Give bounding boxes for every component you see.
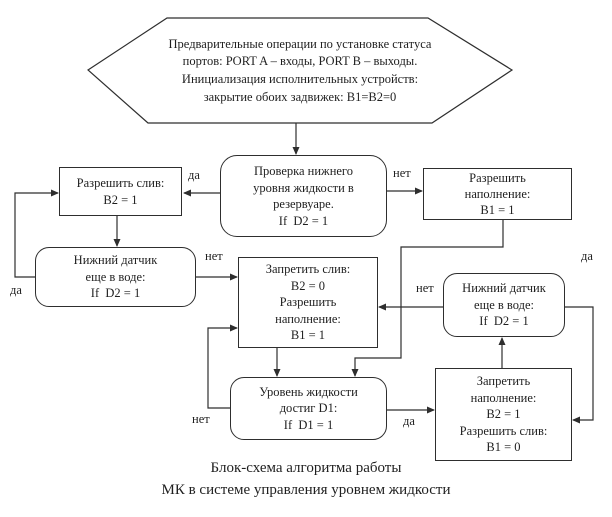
label-level-no: нет: [192, 412, 210, 426]
node-allow-drain: Разрешить слив: B2 = 1: [59, 167, 182, 216]
start-hexagon-text: Предварительные операции по установке ст…: [168, 36, 432, 104]
node-allow-fill: Разрешить наполнение: B1 = 1: [423, 168, 572, 220]
edge-level-no-loop: [207, 324, 238, 409]
label-check-no: нет: [393, 166, 411, 180]
label-check-yes: да: [188, 168, 200, 182]
node-check-lower-level: Проверка нижнего уровня жидкости в резер…: [220, 155, 387, 237]
node-lower-sensor-left: Нижний датчик еще в воде: If D2 = 1: [35, 247, 196, 307]
node-forbid-drain-allow-fill: Запретить слив: B2 = 0 Разрешить наполне…: [238, 257, 378, 348]
label-sensor-left-no: нет: [205, 249, 223, 263]
label-level-yes: да: [403, 414, 415, 428]
label-sensor-right-no: нет: [416, 281, 434, 295]
label-sensor-right-yes: да: [581, 249, 593, 263]
edge-allow-fill-to-level-check: [351, 220, 504, 377]
diagram-caption: Блок-схема алгоритма работы МК в системе…: [161, 460, 451, 498]
node-lower-sensor-right: Нижний датчик еще в воде: If D2 = 1: [443, 273, 565, 337]
start-hexagon-shape: [87, 17, 514, 124]
node-forbid-fill-allow-drain: Запретить наполнение: B2 = 1 Разрешить с…: [435, 368, 572, 461]
edge-sensor-left-yes-loop: [14, 189, 59, 278]
label-sensor-left-yes: да: [10, 283, 22, 297]
node-level-reached-d1: Уровень жидкости достиг D1: If D1 = 1: [230, 377, 387, 440]
edge-sensor-right-yes-loop: [565, 306, 594, 424]
